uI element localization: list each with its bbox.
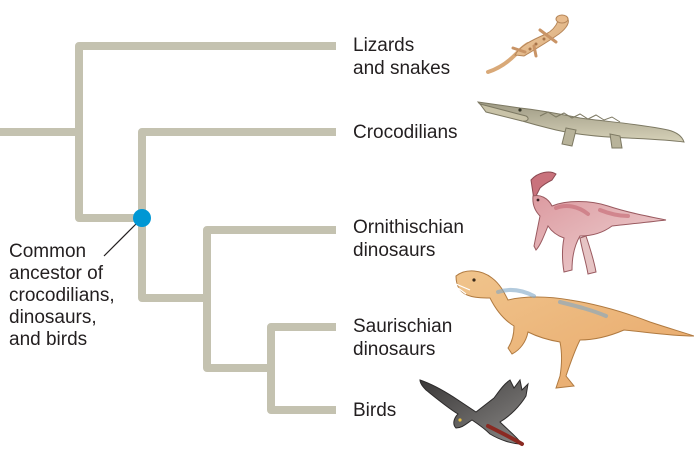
branch-crocodilians bbox=[142, 132, 336, 218]
common-ancestor-node bbox=[133, 209, 151, 227]
branch-birds bbox=[271, 368, 336, 410]
crocodile-illustration bbox=[478, 102, 684, 148]
branch-lizards bbox=[79, 46, 336, 132]
branch-to-archosaur-node bbox=[79, 132, 142, 218]
bird-illustration bbox=[420, 380, 528, 444]
common-ancestor-label: Common ancestor of crocodilians, dinosau… bbox=[9, 241, 159, 351]
lizard-illustration bbox=[488, 15, 568, 72]
taxon-label-crocodilians: Crocodilians bbox=[353, 121, 458, 144]
branch-to-saurischian-node bbox=[207, 298, 271, 368]
branch-ornithischians bbox=[207, 230, 336, 298]
taxon-label-ornithischian-dinosaurs: Ornithischian dinosaurs bbox=[353, 216, 464, 262]
tree-branches bbox=[0, 46, 336, 410]
taxon-label-lizards-and-snakes: Lizards and snakes bbox=[353, 34, 450, 80]
ornithischian-dinosaur-illustration bbox=[531, 172, 666, 274]
taxon-label-saurischian-dinosaurs: Saurischian dinosaurs bbox=[353, 315, 452, 361]
taxon-label-birds: Birds bbox=[353, 399, 396, 422]
branch-saurischians bbox=[271, 327, 336, 368]
saurischian-dinosaur-illustration bbox=[456, 271, 694, 388]
